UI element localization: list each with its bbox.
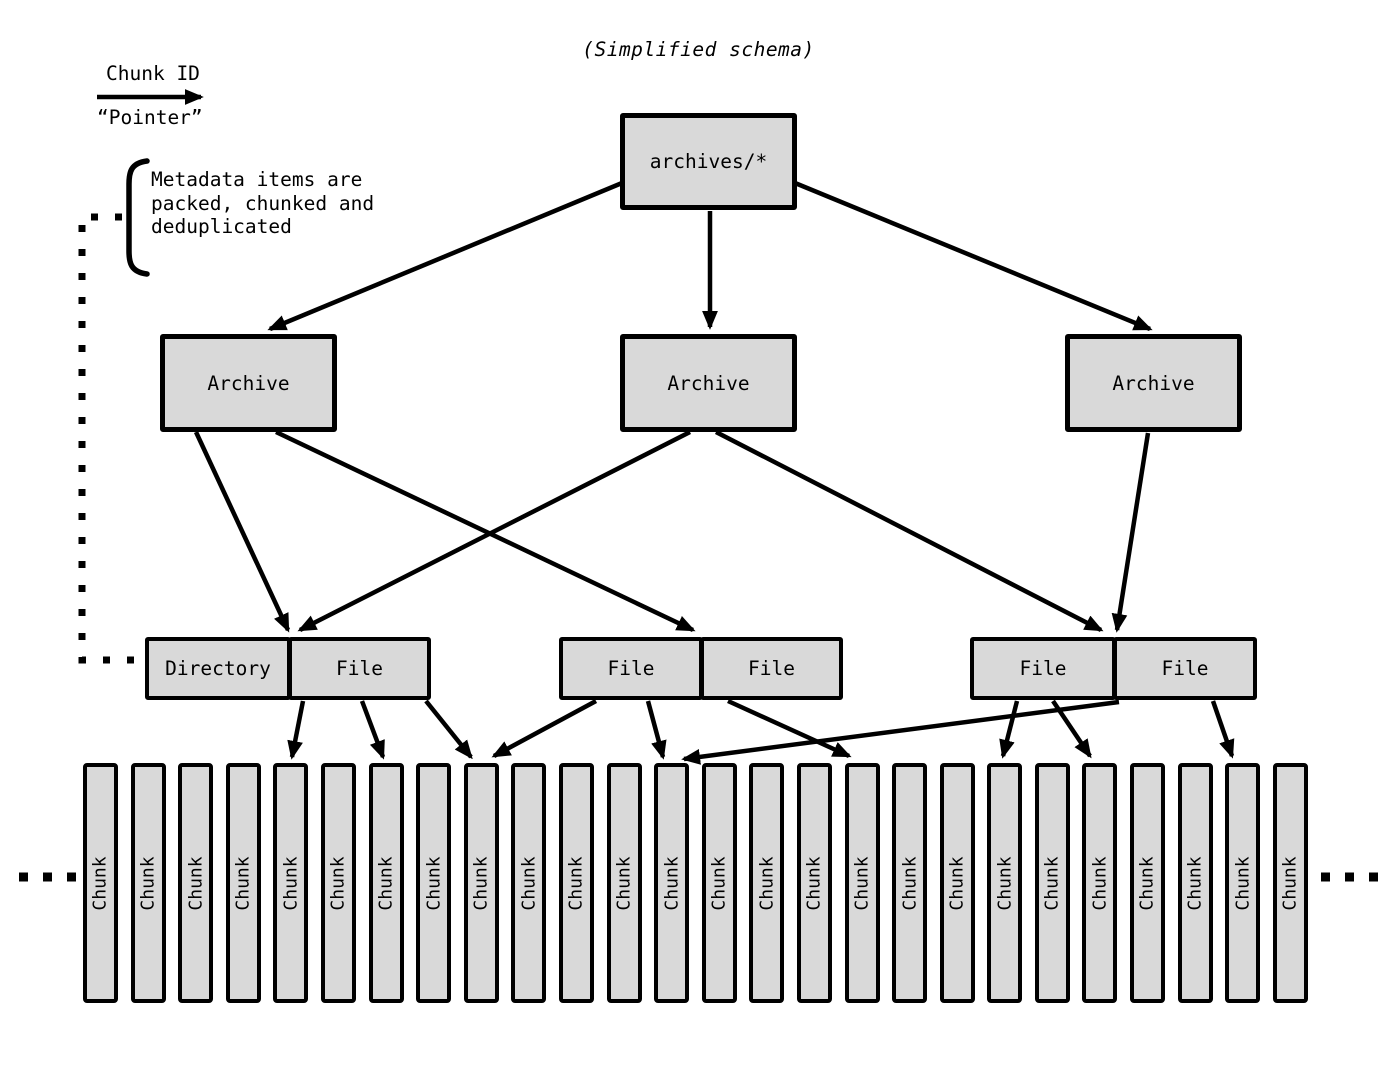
file-label: File: [748, 657, 795, 680]
chunk-label: Chunk: [423, 855, 445, 911]
note-dotted-connector: [78, 213, 143, 664]
chunk-box: Chunk: [1177, 763, 1213, 1003]
arrow-file-chunk: [359, 700, 386, 760]
chunk-label: Chunk: [1232, 855, 1254, 911]
chunk-box: Chunk: [749, 763, 785, 1003]
file-label: File: [1019, 657, 1067, 680]
legend-pointer-label: “Pointer”: [97, 106, 203, 129]
archive-label: Archive: [667, 371, 750, 395]
chunk-label: Chunk: [661, 855, 683, 911]
chunk-box: Chunk: [796, 763, 832, 1003]
chunk-label: Chunk: [613, 855, 635, 911]
chunk-label: Chunk: [1137, 855, 1159, 911]
chunk-label: Chunk: [470, 855, 492, 911]
arrow-file-chunk: [491, 699, 598, 758]
chunk-box: Chunk: [1034, 763, 1070, 1003]
directory-label: Directory: [165, 657, 271, 680]
chunk-box: Chunk: [463, 763, 499, 1003]
chunk-label: Chunk: [375, 855, 397, 911]
chunk-box: Chunk: [701, 763, 737, 1003]
archive-to-file-arrows: [193, 429, 1151, 633]
chunk-box: Chunk: [83, 763, 118, 1003]
arrow-file-chunk: [999, 700, 1020, 759]
chunk-label: Chunk: [1041, 855, 1063, 911]
file-box: File: [288, 637, 431, 700]
file-box: File: [700, 637, 843, 700]
legend-chunk-id-label: Chunk ID: [106, 62, 200, 85]
chunk-label: Chunk: [327, 855, 349, 911]
chunk-box: Chunk: [1272, 763, 1308, 1003]
file-label: File: [1161, 657, 1209, 680]
chunk-box: Chunk: [130, 763, 166, 1003]
chunk-label: Chunk: [90, 855, 111, 911]
archive-label: Archive: [207, 371, 290, 395]
arrow-file-chunk-dedup: [681, 699, 1120, 765]
file-box: File: [1113, 637, 1257, 700]
file-box: File: [559, 637, 703, 700]
chunk-label: Chunk: [137, 855, 159, 911]
archive-box-2: Archive: [620, 334, 797, 432]
chunk-box: Chunk: [416, 763, 452, 1003]
chunk-label: Chunk: [994, 855, 1016, 911]
arrow-archive3-pair3: [1111, 432, 1151, 633]
chunk-label: Chunk: [232, 855, 254, 911]
file-box: File: [970, 637, 1116, 700]
chunk-box: Chunk: [939, 763, 975, 1003]
archives-root-label: archives/*: [649, 150, 768, 173]
chunk-box: Chunk: [178, 763, 214, 1003]
arrow-file-chunk: [424, 699, 473, 760]
arrow-archive2-pair3: [714, 429, 1104, 633]
file-label: File: [607, 657, 655, 680]
chunk-label: Chunk: [899, 855, 921, 911]
file-to-chunk-arrows: [287, 698, 1235, 765]
archive-box-3: Archive: [1065, 334, 1242, 432]
chunk-box: Chunk: [1082, 763, 1118, 1003]
chunk-label: Chunk: [803, 855, 825, 911]
file-label: File: [336, 657, 383, 680]
chunk-label: Chunk: [1089, 855, 1111, 911]
chunk-box: Chunk: [892, 763, 928, 1003]
chunk-box: Chunk: [844, 763, 880, 1003]
chunk-row: Chunk Chunk Chunk Chunk Chunk Chunk Chunk Chunk…: [83, 763, 1308, 1003]
chunk-box: Chunk: [225, 763, 261, 1003]
chunk-label: Chunk: [946, 855, 968, 911]
chunk-label: Chunk: [708, 855, 730, 911]
arrow-archive1-pair2: [275, 429, 696, 633]
arrow-file-chunk: [645, 700, 667, 760]
chunk-label: Chunk: [756, 855, 778, 911]
chunk-box: Chunk: [606, 763, 642, 1003]
chunk-box: Chunk: [987, 763, 1023, 1003]
chunk-box: Chunk: [654, 763, 690, 1003]
arrow-archive2-pair1: [297, 429, 692, 633]
arrow-file-chunk: [1051, 699, 1092, 759]
arrow-root-archive-3: [794, 180, 1153, 332]
arrow-file-chunk: [287, 700, 306, 760]
chunk-label: Chunk: [518, 855, 540, 911]
archives-root-box: archives/*: [620, 113, 797, 210]
arrow-file-chunk: [727, 698, 852, 759]
chunk-box: Chunk: [558, 763, 594, 1003]
arrow-archive1-pair1: [193, 431, 291, 633]
archive-box-1: Archive: [160, 334, 337, 432]
chunk-label: Chunk: [1184, 855, 1206, 911]
note-bracket-icon: [126, 158, 150, 277]
chunk-label: Chunk: [280, 855, 302, 911]
chunk-box: Chunk: [368, 763, 404, 1003]
chunk-box: Chunk: [1225, 763, 1261, 1003]
chunk-label: Chunk: [185, 855, 207, 911]
chunk-label: Chunk: [1279, 855, 1301, 911]
chunk-label: Chunk: [851, 855, 873, 911]
metadata-note: Metadata items are packed, chunked and d…: [151, 168, 375, 238]
chunk-label: Chunk: [565, 855, 587, 911]
chunk-box: Chunk: [511, 763, 547, 1003]
directory-box: Directory: [145, 637, 291, 700]
chunk-box: Chunk: [1130, 763, 1166, 1003]
chunk-box: Chunk: [320, 763, 356, 1003]
arrow-file-chunk: [1210, 700, 1235, 759]
diagram-title: (Simplified schema): [582, 38, 815, 61]
chunk-box: Chunk: [273, 763, 309, 1003]
archive-label: Archive: [1112, 371, 1195, 395]
